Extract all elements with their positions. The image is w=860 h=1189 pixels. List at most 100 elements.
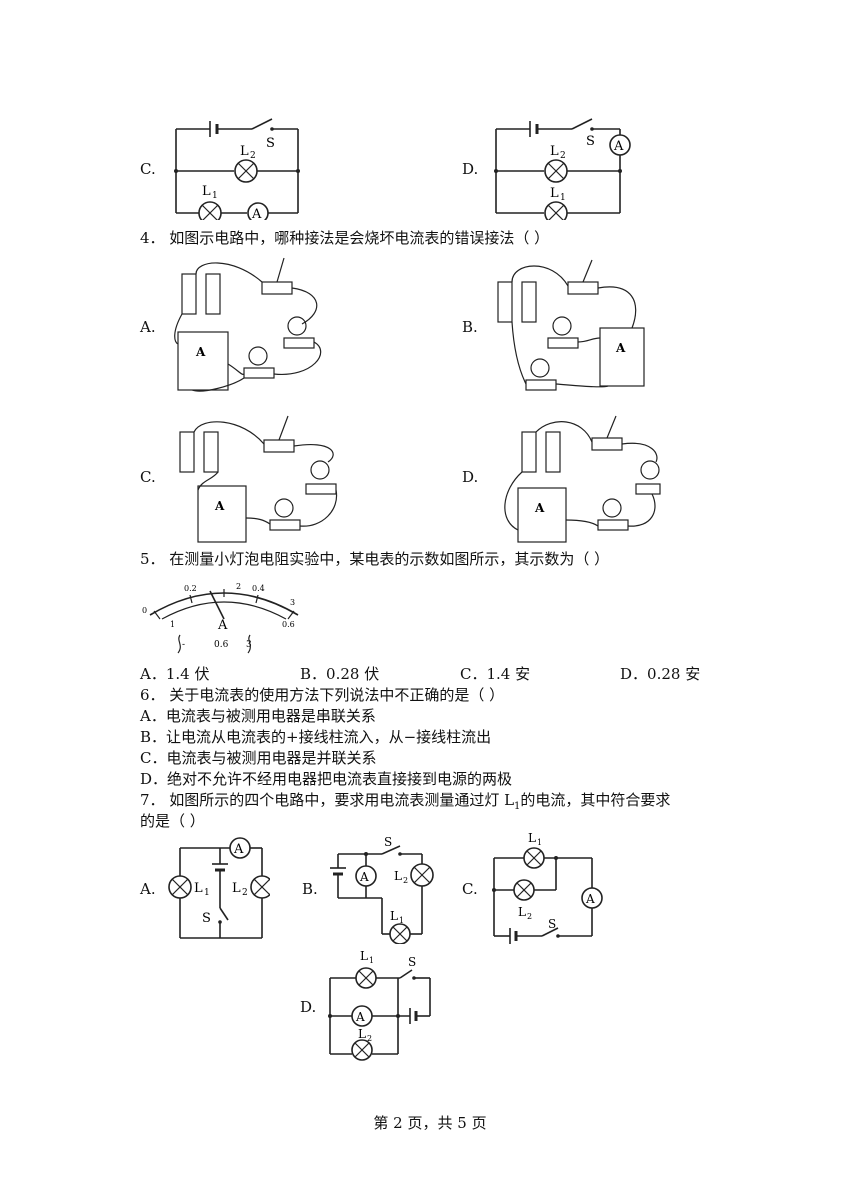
svg-text:A: A	[233, 842, 244, 857]
svg-text:0.6: 0.6	[214, 640, 229, 650]
bulb-icon	[274, 498, 294, 518]
q3c-lamp1-label: L	[202, 184, 211, 199]
q7-stem-line1: 7． 如图所示的四个电路中，要求用电流表测量通过灯 L1的电流，其中符合要求	[140, 791, 671, 812]
dial-needle	[209, 590, 225, 620]
svg-text:2: 2	[242, 888, 248, 898]
bulb-icon	[287, 316, 307, 336]
q7-option-c-label: C.	[462, 880, 478, 898]
q7-option-b-label: B.	[302, 880, 318, 898]
q4-option-c-label: C.	[140, 468, 156, 486]
svg-text:L: L	[528, 831, 536, 845]
svg-text:S: S	[586, 134, 595, 149]
svg-text:2: 2	[236, 582, 241, 591]
bulb-icon	[640, 460, 660, 480]
svg-text:1: 1	[212, 191, 218, 201]
svg-text:A: A	[214, 499, 225, 513]
svg-text:A: A	[615, 341, 626, 355]
svg-text:L: L	[390, 909, 398, 923]
svg-text:L: L	[550, 186, 559, 201]
svg-text:0: 0	[142, 606, 147, 615]
svg-text:2: 2	[403, 876, 408, 885]
q3-option-d-label: D.	[462, 160, 479, 178]
svg-text:L: L	[194, 881, 203, 896]
q4-circuit-d: A	[504, 415, 661, 543]
q5-choice-c: C．1.4 安	[460, 665, 531, 683]
svg-text:L: L	[360, 949, 368, 963]
switch-icon	[263, 439, 295, 453]
svg-text:A: A	[355, 1010, 365, 1024]
q5-stem: 5． 在测量小灯泡电阻实验中，某电表的示数如图所示，其示数为（ ）	[140, 550, 610, 568]
q4-circuit-b: A	[497, 259, 645, 391]
svg-text:0.2: 0.2	[184, 584, 197, 593]
svg-text:L: L	[358, 1027, 366, 1041]
bulb-icon	[248, 346, 268, 366]
q5-choice-d: D．0.28 安	[620, 665, 701, 683]
q7-circuit-a: A S L 1 L 2	[168, 837, 270, 939]
battery-icon	[521, 431, 537, 473]
svg-text:3: 3	[290, 598, 295, 607]
q3c-switch-label: S	[266, 136, 275, 151]
q7-circuit-b: S A L 2 L 1	[330, 835, 434, 944]
q4-stem: 4． 如图示电路中，哪种接法是会烧坏电流表的错误接法（ ）	[140, 229, 550, 247]
svg-text:0.4: 0.4	[252, 584, 265, 593]
svg-text:2: 2	[367, 1034, 372, 1043]
battery-icon	[179, 431, 195, 473]
page-footer: 第 2 页，共 5 页	[373, 1114, 487, 1132]
q4-circuit-c: A	[179, 415, 338, 543]
q6-choice-d: D．绝对不允许不经用电器把电流表直接接到电源的两极	[140, 770, 513, 788]
svg-text:S: S	[548, 917, 556, 931]
svg-text:3: 3	[246, 640, 252, 650]
q6-stem: 6． 关于电流表的使用方法下列说法中不正确的是（ ）	[140, 686, 505, 704]
q7-option-a-label: A.	[140, 880, 156, 898]
svg-text:S: S	[202, 911, 211, 926]
bulb-icon	[530, 358, 550, 378]
svg-text:1: 1	[170, 620, 175, 629]
q7-stem-line2: 的是（ ）	[140, 812, 205, 830]
q3c-lamp2-label: L	[240, 144, 249, 159]
q3-circuit-c: S L 2 A L 1	[174, 118, 300, 220]
q4-option-d-label: D.	[462, 468, 479, 486]
q6-choice-b: B．让电流从电流表的+接线柱流入，从−接线柱流出	[140, 728, 492, 746]
lamp-icon	[351, 1039, 373, 1061]
switch-icon	[567, 281, 599, 295]
svg-text:A: A	[217, 618, 228, 633]
svg-text:-: -	[182, 640, 185, 650]
svg-text:L: L	[394, 869, 402, 883]
q4-circuit-a: A	[174, 257, 322, 392]
svg-text:A: A	[534, 501, 545, 515]
bulb-icon	[552, 316, 572, 336]
svg-text:A: A	[359, 870, 369, 884]
switch-icon	[591, 437, 623, 451]
svg-text:S: S	[408, 955, 416, 969]
q5-ammeter-dial: 0 0.2 0.4 0.6 1 2 3 A - 0.6 3	[142, 582, 299, 654]
bulb-icon	[602, 498, 622, 518]
q4-option-a-label: A.	[140, 318, 156, 336]
q3-circuit-d: S A L 2 L 1	[494, 118, 631, 220]
q6-choice-a: A．电流表与被测用电器是串联关系	[140, 707, 376, 725]
svg-text:L: L	[518, 905, 526, 919]
q3-option-c-label: C.	[140, 160, 156, 178]
svg-text:A: A	[195, 345, 206, 359]
svg-text:1: 1	[537, 838, 542, 847]
q5-choice-b: B．0.28 伏	[300, 665, 380, 683]
svg-text:2: 2	[527, 912, 532, 921]
svg-text:L: L	[232, 881, 241, 896]
svg-text:A: A	[251, 207, 262, 220]
ammeter-icon	[599, 327, 645, 387]
bulb-icon	[310, 460, 330, 480]
svg-text:0.6: 0.6	[282, 620, 295, 629]
svg-text:1: 1	[399, 916, 404, 925]
q6-choice-c: C．电流表与被测用电器是并联关系	[140, 749, 377, 767]
ammeter-icon	[177, 331, 229, 391]
q7-circuit-d: L 1 S A L 2	[328, 949, 431, 1061]
q7-option-d-label: D.	[300, 998, 317, 1016]
q7-circuit-c: L 1 L 2 A S	[492, 831, 603, 944]
svg-text:1: 1	[204, 888, 210, 898]
svg-text:1: 1	[560, 193, 566, 203]
svg-text:1: 1	[369, 956, 374, 965]
ammeter-icon	[197, 485, 247, 543]
svg-text:2: 2	[250, 151, 256, 161]
svg-text:L: L	[550, 144, 559, 159]
q5-choice-a: A．1.4 伏	[140, 665, 210, 683]
q4-option-b-label: B.	[462, 318, 478, 336]
